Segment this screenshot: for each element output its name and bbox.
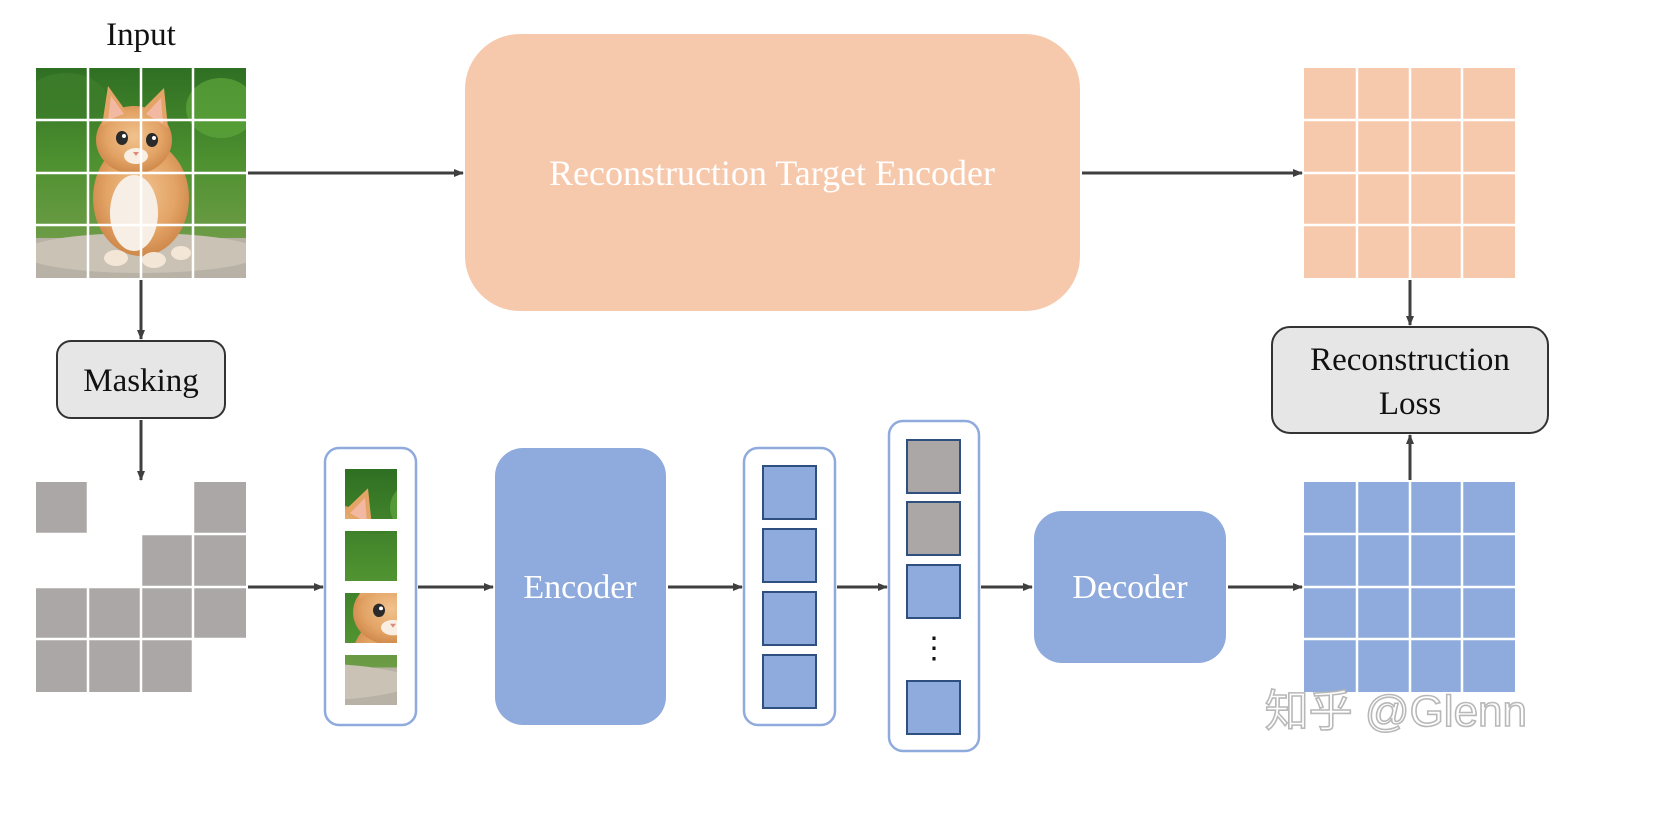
target-encoder-label: Reconstruction Target Encoder: [549, 153, 995, 193]
encoder-label: Encoder: [523, 569, 637, 606]
encoded-token: [906, 564, 961, 619]
masked-image: [36, 482, 246, 692]
masked-patch: [141, 587, 194, 640]
masked-patch-grid: [36, 482, 246, 692]
input-label: Input: [106, 17, 176, 53]
masked-patch: [141, 534, 194, 587]
reconstruction-loss-label-line2: Loss: [1379, 386, 1441, 422]
input-image: [36, 68, 246, 278]
encoded-tokens: [762, 465, 817, 709]
encoded-token: [762, 654, 817, 709]
masked-patch: [36, 587, 89, 640]
masked-patch: [193, 587, 246, 640]
decoder-box: [1034, 511, 1226, 663]
target-output-grid: [1304, 68, 1515, 278]
target-encoder-box: [465, 34, 1080, 311]
watermark: 知乎 @Glenn: [1265, 687, 1527, 736]
decoder-input-tokens: [906, 439, 961, 735]
input-patch-grid: [36, 68, 246, 278]
encoded-token: [762, 591, 817, 646]
masked-patch: [141, 639, 194, 692]
encoded-token: [762, 465, 817, 520]
decoder-label: Decoder: [1072, 569, 1188, 606]
masked-patch: [193, 482, 246, 535]
prediction-output-grid: [1304, 482, 1515, 692]
reconstruction-loss-label-line1: Reconstruction: [1310, 342, 1510, 378]
arrows: [137, 169, 1414, 591]
reconstruction-loss-box: [1271, 326, 1549, 434]
token-ellipsis: ⋮: [919, 632, 949, 665]
mask-token: [906, 439, 961, 494]
encoder-box: [495, 448, 666, 725]
masking-box: [56, 340, 226, 419]
masked-patch: [36, 639, 89, 692]
masking-label: Masking: [83, 363, 199, 399]
masked-patch: [193, 534, 246, 587]
encoded-token: [906, 680, 961, 735]
mask-token: [906, 501, 961, 556]
encoded-token: [762, 528, 817, 583]
masked-patch: [36, 482, 89, 535]
masked-patch: [88, 639, 141, 692]
masked-patch: [88, 587, 141, 640]
